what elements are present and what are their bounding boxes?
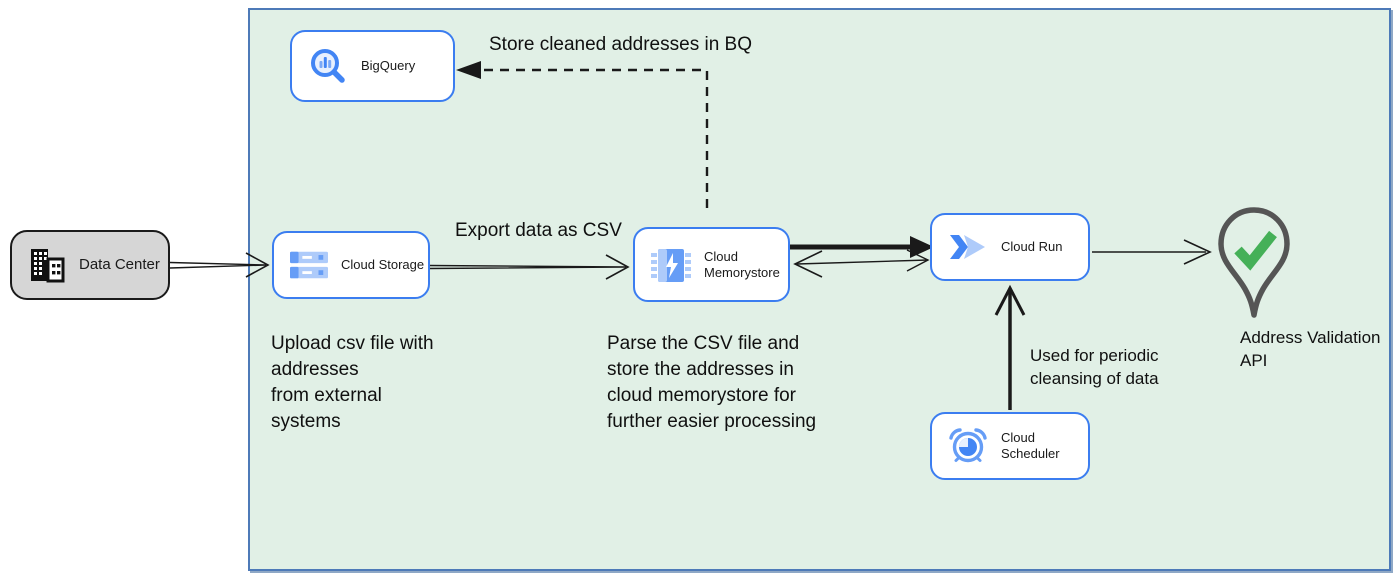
address-validation-pin[interactable] [1216, 205, 1292, 330]
node-cloud-scheduler[interactable]: Cloud Scheduler [930, 412, 1090, 480]
node-label: Cloud Memorystore [704, 248, 780, 280]
node-cloud-memorystore[interactable]: Cloud Memorystore [633, 227, 790, 302]
node-data-center[interactable]: Data Center [10, 230, 170, 300]
node-label: Cloud Storage [341, 257, 425, 272]
node-label: Cloud Run [1001, 239, 1063, 254]
node-cloud-storage[interactable]: Cloud Storage [272, 231, 430, 299]
checkmark-icon [1234, 230, 1277, 271]
node-cloud-run[interactable]: Cloud Run [930, 213, 1090, 281]
annotation-upload-csv: Upload csv file with addresses from exte… [271, 333, 434, 432]
cloud-scheduler-icon [948, 427, 988, 465]
node-label: Cloud Scheduler [1001, 430, 1060, 461]
map-pin-icon [1218, 207, 1290, 318]
node-label: Data Center [79, 256, 160, 273]
bigquery-icon [308, 46, 348, 86]
cloud-memorystore-icon [651, 246, 691, 284]
edge-label-export-csv: Export data as CSV [455, 220, 622, 241]
node-label: BigQuery [361, 58, 416, 73]
node-bigquery[interactable]: BigQuery [290, 30, 455, 102]
cloud-storage-icon [290, 249, 328, 281]
edge-label-store-cleaned: Store cleaned addresses in BQ [489, 34, 752, 55]
cloud-run-icon [948, 230, 988, 264]
data-center-icon [28, 247, 66, 283]
annotation-parse-csv: Parse the CSV file and store the address… [607, 333, 817, 432]
edge-label-periodic-cleansing: Used for periodic cleansing of data [1030, 346, 1159, 388]
address-validation-api-label: Address Validation API [1240, 328, 1381, 370]
